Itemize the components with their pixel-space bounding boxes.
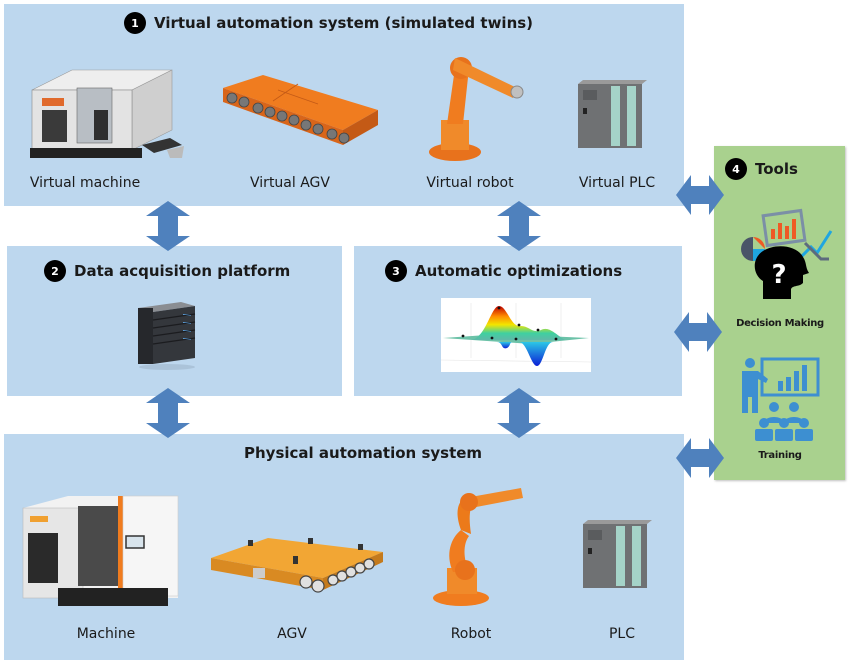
training-presentation-icon <box>742 357 820 441</box>
decision-head-icon: ? <box>741 208 833 299</box>
step-badge-1: 1 <box>124 12 146 34</box>
server-icon <box>138 302 196 370</box>
plc-label: PLC <box>608 626 636 642</box>
optimization-title-text: Automatic optimizations <box>415 262 623 280</box>
cnc-machine-icon <box>22 495 179 606</box>
virtual-system-title: 1 Virtual automation system (simulated t… <box>124 12 533 34</box>
surface-plot-icon <box>441 298 591 372</box>
arrow-physical-to-tools <box>676 438 724 478</box>
cnc-machine-icon <box>30 69 184 158</box>
plc-icon <box>578 80 647 148</box>
step-badge-4: 4 <box>725 158 747 180</box>
optimization-title: 3 Automatic optimizations <box>385 260 622 282</box>
tools-title: 4 Tools <box>725 158 798 180</box>
step-badge-3: 3 <box>385 260 407 282</box>
arrow-optimization-to-physical <box>497 388 541 438</box>
decision-making-label: Decision Making <box>736 318 824 329</box>
robot-arm-icon <box>433 488 523 606</box>
physical-system-title-text: Physical automation system <box>244 444 483 462</box>
virtual-machine-label: Virtual machine <box>29 175 141 191</box>
arrow-virtual-to-tools <box>676 175 724 215</box>
physical-system-title: Physical automation system <box>244 444 482 462</box>
robot-label: Robot <box>450 626 492 642</box>
data-acquisition-title-text: Data acquisition platform <box>74 262 291 280</box>
arrow-data-acquisition-to-physical <box>146 388 190 438</box>
svg-text:?: ? <box>771 260 786 290</box>
arrow-virtual-to-data-acquisition <box>146 201 190 251</box>
machine-label: Machine <box>76 626 136 642</box>
agv-icon <box>211 538 383 593</box>
arrow-optimization-to-tools <box>674 312 722 352</box>
training-label: Training <box>758 450 802 461</box>
step-badge-2: 2 <box>44 260 66 282</box>
arrow-virtual-to-optimization <box>497 201 541 251</box>
virtual-robot-label: Virtual robot <box>426 175 514 191</box>
tools-title-text: Tools <box>755 160 798 178</box>
robot-arm-icon <box>429 57 524 161</box>
virtual-agv-label: Virtual AGV <box>250 175 330 191</box>
agv-icon <box>223 75 378 145</box>
virtual-plc-label: Virtual PLC <box>578 175 656 191</box>
data-acquisition-title: 2 Data acquisition platform <box>44 260 290 282</box>
virtual-system-title-text: Virtual automation system (simulated twi… <box>154 14 534 32</box>
agv-label: AGV <box>277 626 307 642</box>
plc-icon <box>583 520 652 588</box>
